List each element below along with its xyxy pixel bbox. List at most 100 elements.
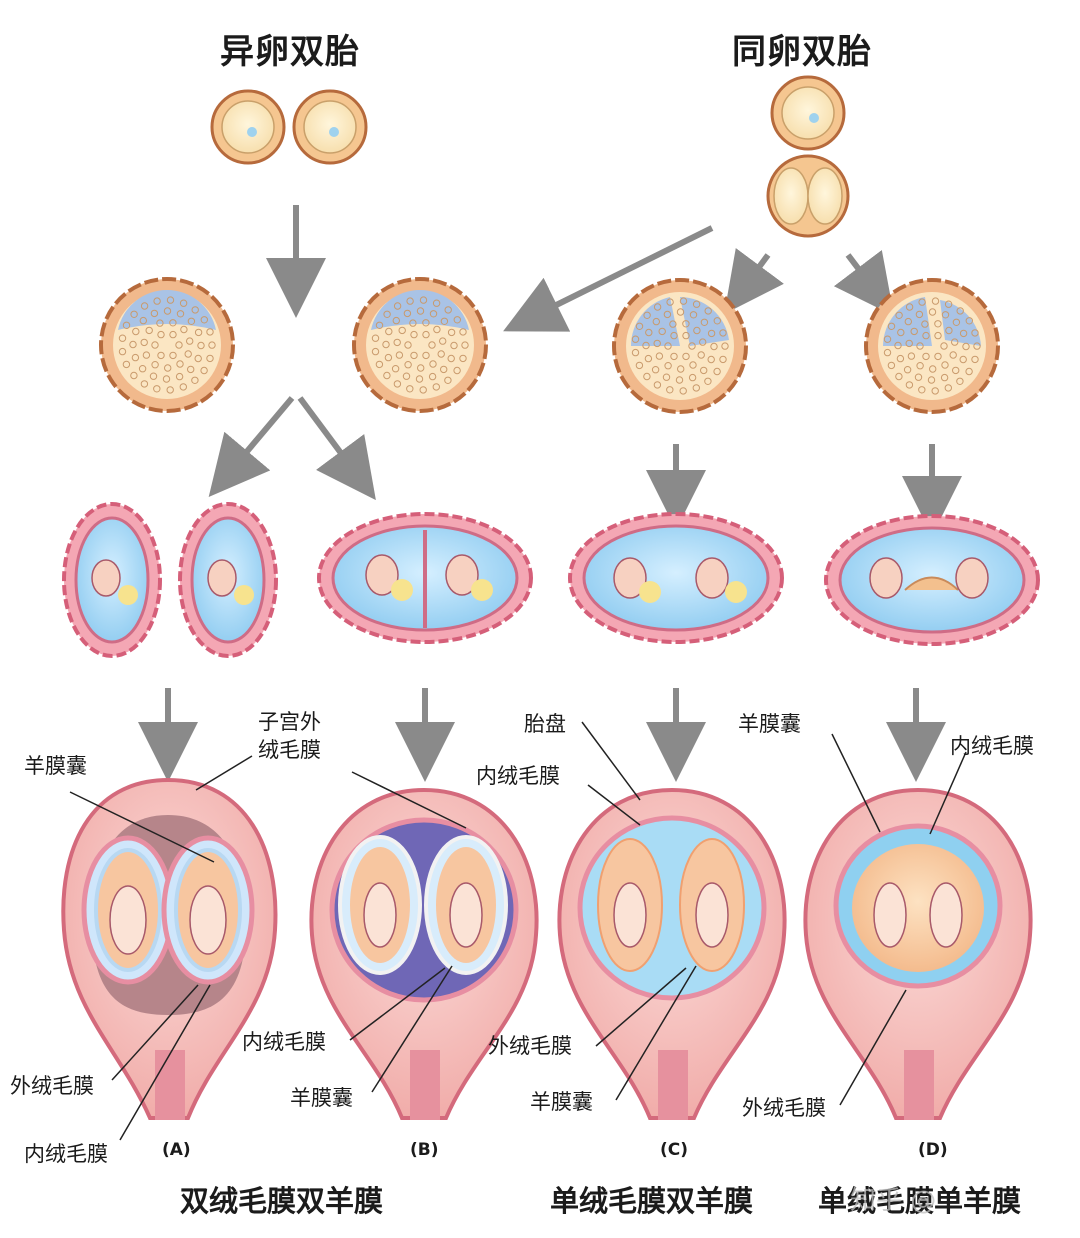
blastocyst-cell	[666, 298, 674, 306]
blastocyst-cell	[416, 307, 425, 315]
blastocyst-cell	[206, 328, 214, 336]
blastocyst-cell	[153, 297, 161, 305]
blastocyst-cell	[122, 321, 131, 329]
blastocyst-cell	[677, 365, 685, 373]
blastocyst-cell	[393, 302, 402, 310]
blastocyst-cell	[194, 328, 203, 337]
blastocyst-cell	[956, 307, 964, 315]
blastocyst-cell	[415, 375, 424, 383]
blastocyst-cell	[422, 351, 430, 360]
blastocyst-cell	[375, 360, 384, 369]
blastocyst-cell	[692, 300, 701, 308]
blastocyst-cell	[952, 366, 960, 375]
blastocyst-cell	[187, 317, 196, 325]
panel-a-letter: (A)	[162, 1140, 191, 1160]
blastocyst-cell	[118, 334, 127, 342]
blastocyst-cell	[450, 341, 458, 350]
blastocyst-cell	[689, 311, 698, 319]
blastocyst-cell	[663, 310, 672, 319]
blastocyst-cell	[132, 327, 140, 336]
blastocyst-cell	[676, 308, 685, 316]
blastocyst-cell	[653, 339, 661, 348]
blastocyst-cell	[393, 380, 402, 388]
label-c-inner-chorion: 内绒毛膜	[476, 764, 560, 788]
label-d-inner-chorion: 内绒毛膜	[950, 734, 1034, 758]
blastocyst-cell	[921, 320, 929, 328]
blastocyst-cell	[139, 316, 148, 325]
label-a-outer-line2: 绒毛膜	[258, 738, 321, 762]
blastocyst-cell	[927, 376, 936, 384]
blastocyst-cell	[410, 330, 418, 339]
blastocyst-cell	[642, 341, 650, 350]
blastocyst-cell	[682, 331, 690, 340]
blastocyst-cell	[944, 300, 953, 308]
blastocyst-cell	[384, 353, 393, 362]
blastocyst-cell	[903, 366, 912, 374]
blastocyst-cell	[949, 351, 957, 359]
blastocyst-cell	[447, 354, 455, 363]
blastocyst-cell	[157, 330, 165, 339]
blastocyst-cell	[670, 331, 678, 340]
blastocyst-cell	[406, 297, 414, 305]
blastocyst-cell	[402, 372, 411, 380]
blastocyst-cell	[643, 372, 651, 381]
blastocyst-cell	[383, 371, 391, 380]
two-cell-embryo	[766, 154, 850, 238]
blastocyst-cell	[371, 347, 380, 356]
blastocyst-cell	[409, 319, 417, 327]
arrows	[138, 205, 962, 782]
label-b-amniotic-sac: 羊膜囊	[290, 1086, 353, 1110]
blastocyst-cell	[175, 372, 184, 381]
blastocyst-cell	[721, 342, 729, 350]
blastocyst-cell	[905, 381, 914, 389]
uterus-b	[309, 787, 539, 1120]
blastocyst-cell	[391, 365, 400, 373]
blastocyst-cell	[145, 326, 153, 335]
blastocyst-cell	[175, 341, 183, 349]
blastocyst-cell	[440, 365, 448, 374]
blastocyst-cell	[931, 387, 939, 395]
blastocyst-cell	[971, 329, 979, 337]
watermark: 知乎 @	[850, 1186, 937, 1216]
blastocyst-cell	[197, 341, 205, 350]
blastocyst-cell	[662, 373, 671, 381]
blastocyst-cell	[200, 316, 209, 324]
blastocyst-cell	[179, 299, 188, 307]
blastocyst-cell	[398, 326, 406, 335]
egg-left	[210, 89, 286, 165]
blastocyst-cell	[200, 366, 208, 375]
panel-d-letter: (D)	[918, 1140, 948, 1160]
blastocyst-cell	[444, 376, 452, 384]
blastocyst-cell	[697, 351, 705, 359]
blastocyst-cell	[973, 342, 981, 350]
blastocyst-cell	[905, 303, 914, 311]
blastocyst-cell	[941, 311, 950, 319]
blastocyst-cell	[915, 310, 924, 319]
blastocyst-cell	[437, 350, 445, 358]
caption-mcma: 单绒毛膜单羊膜	[818, 1184, 1022, 1218]
blastocyst-cell	[896, 354, 905, 363]
blastocyst-cell	[180, 325, 188, 334]
uterus-a	[61, 777, 278, 1120]
blastocyst-cell	[688, 342, 696, 350]
blastocyst-cell	[453, 316, 461, 324]
blastocyst-cell	[422, 330, 430, 339]
blastocyst-cell	[395, 351, 404, 359]
blastocyst-cell	[952, 318, 961, 326]
blastocyst-cell	[403, 309, 412, 318]
blastocyst-cell	[461, 341, 469, 349]
blastocyst-cell	[895, 311, 903, 319]
label-a-outer-line1: 子宫外	[258, 710, 321, 734]
blastocyst-cell	[653, 303, 662, 311]
panel-c-letter: (C)	[660, 1140, 689, 1160]
blastocyst-cell	[162, 375, 171, 383]
blastocyst-cell	[670, 352, 678, 361]
title-monozygotic: 同卵双胎	[732, 32, 872, 72]
blastocyst-cell	[664, 342, 672, 350]
blastocyst-cell	[417, 364, 425, 372]
blastocyst-cell	[929, 365, 937, 373]
blastocyst-cell	[692, 384, 700, 392]
blastocyst-cell	[956, 377, 964, 385]
blastocyst-cell	[631, 335, 640, 343]
